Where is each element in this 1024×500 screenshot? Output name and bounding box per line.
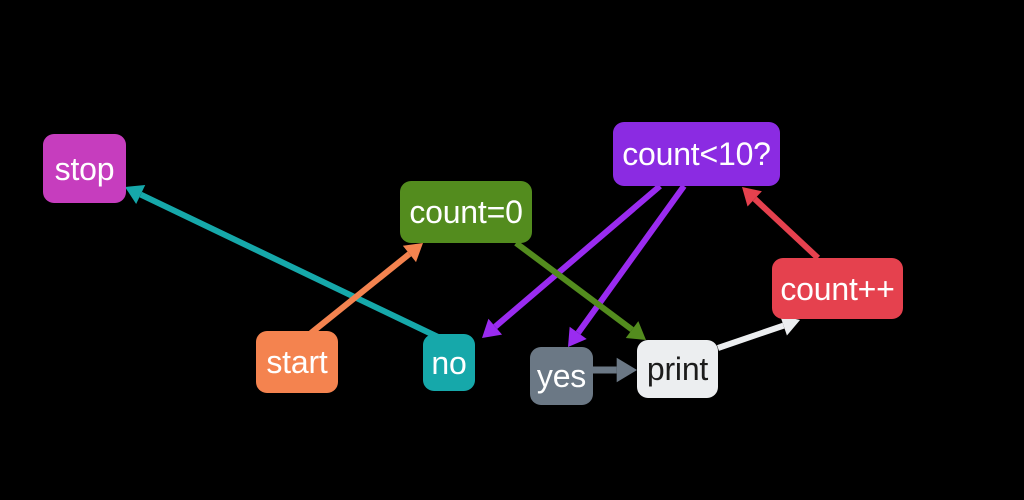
edge-countpp-to-countlt10 xyxy=(742,187,821,261)
node-countlt10[interactable]: count<10? xyxy=(613,122,780,186)
arrowhead-icon xyxy=(482,318,503,338)
node-no[interactable]: no xyxy=(423,334,475,391)
node-count0[interactable]: count=0 xyxy=(400,181,532,243)
arrowhead-icon xyxy=(616,357,637,383)
edge-yes-to-print xyxy=(593,357,637,383)
edge-shaft xyxy=(575,184,687,335)
edge-shaft xyxy=(139,191,440,340)
arrowhead-icon xyxy=(402,243,423,263)
node-label: count++ xyxy=(780,270,895,307)
arrowhead-icon xyxy=(125,185,146,204)
node-label: print xyxy=(646,351,709,387)
edge-countlt10-to-yes xyxy=(568,184,687,347)
arrowhead-icon xyxy=(568,326,587,347)
node-label: count<10? xyxy=(622,136,771,172)
arrowhead-icon xyxy=(742,187,762,207)
node-start[interactable]: start xyxy=(256,331,338,393)
node-label: no xyxy=(431,344,467,381)
node-stop[interactable]: stop xyxy=(43,134,126,203)
edge-shaft xyxy=(717,322,785,351)
edge-print-to-countpp xyxy=(717,315,800,351)
edge-shaft xyxy=(752,196,821,261)
node-label: start xyxy=(266,344,328,380)
edge-no-to-stop xyxy=(125,185,440,340)
edge-shaft xyxy=(514,240,634,332)
node-print[interactable]: print xyxy=(637,340,718,398)
edge-count0-to-print xyxy=(514,240,646,340)
edge-start-to-count0 xyxy=(309,243,423,336)
node-label: count=0 xyxy=(409,194,523,230)
node-yes[interactable]: yes xyxy=(530,347,593,405)
node-label: stop xyxy=(54,150,115,187)
node-label: yes xyxy=(536,358,587,394)
arrowhead-icon xyxy=(625,321,646,340)
node-countpp[interactable]: count++ xyxy=(772,258,903,319)
edge-shaft xyxy=(309,251,412,336)
